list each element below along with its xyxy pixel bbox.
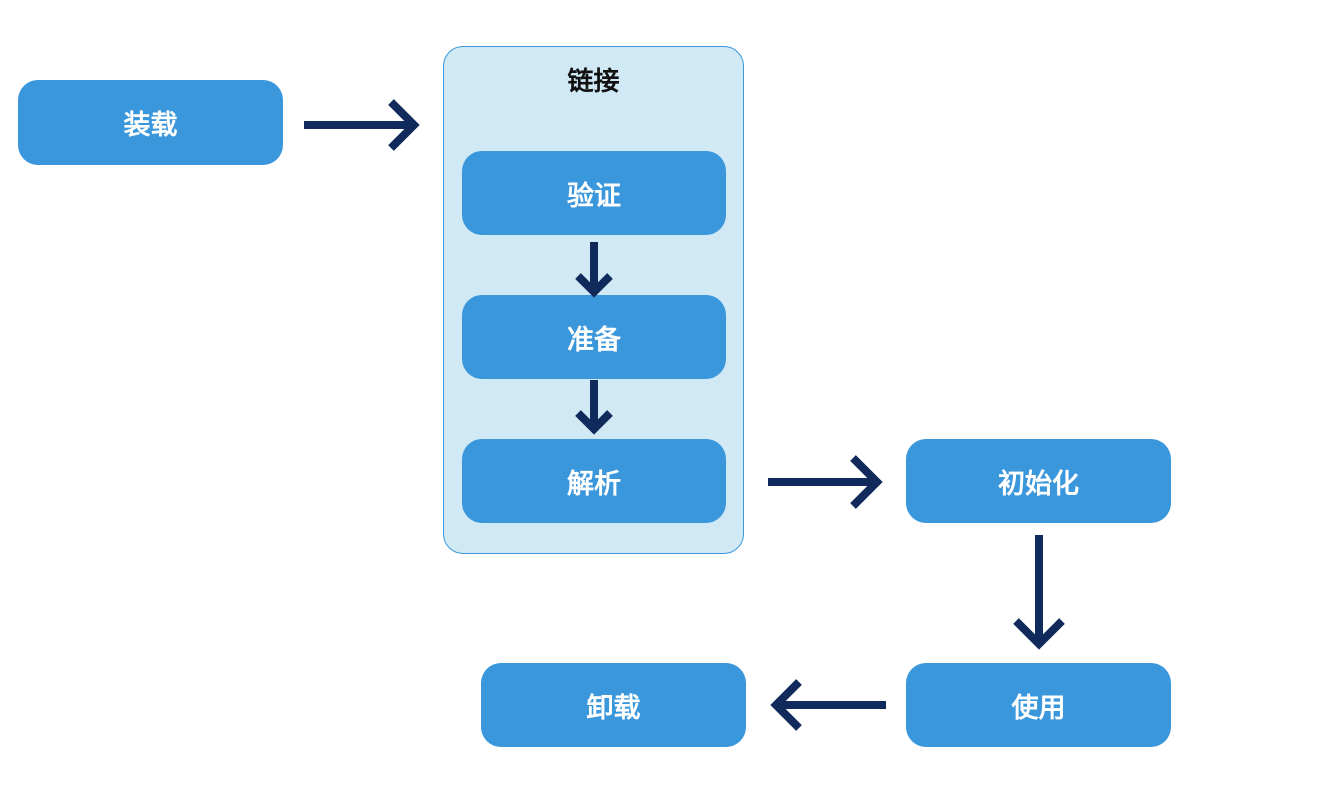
arrow-verify-to-prepare [575,242,613,298]
linking-group-title: 链接 [567,67,620,97]
arrow-use-to-unload [770,679,886,731]
arrow-prepare-to-resolve [575,380,613,435]
node-unload: 卸载 [481,663,746,747]
node-prepare: 准备 [462,295,726,379]
node-resolve: 解析 [462,439,726,523]
node-verify: 验证 [462,151,726,235]
arrow-resolve-to-initialize [768,455,883,509]
arrow-initialize-to-use [1013,535,1065,650]
node-initialize: 初始化 [906,439,1171,523]
node-use: 使用 [906,663,1171,747]
node-load: 装载 [18,80,283,165]
arrow-load-to-linking [304,99,420,151]
